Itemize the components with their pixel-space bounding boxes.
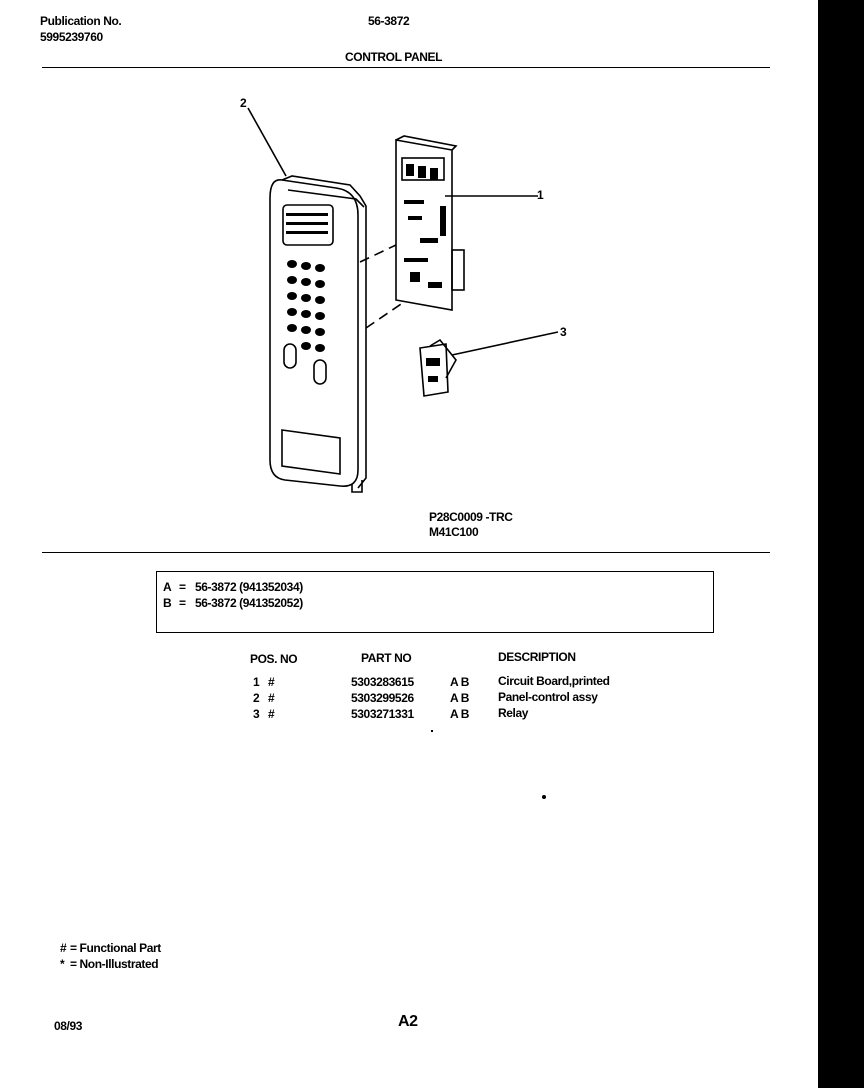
model-b-eq: = (179, 596, 186, 610)
row-pos: 2 (253, 691, 260, 705)
row-mark: # (268, 707, 275, 721)
diagram-code-2: M41C100 (429, 525, 479, 539)
header-rule (42, 67, 770, 68)
publication-number: 5995239760 (40, 30, 103, 44)
row-pos: 3 (253, 707, 260, 721)
legend-nonillustrated-symbol: * (60, 957, 65, 971)
row-part: 5303299526 (351, 691, 414, 705)
header-desc: DESCRIPTION (498, 650, 576, 664)
model-a-key: A (163, 580, 172, 594)
row-models: A B (450, 675, 470, 689)
circuit-board-outline (395, 139, 453, 311)
stray-dot (431, 730, 433, 732)
model-number: 56-3872 (368, 14, 410, 28)
footer-date: 08/93 (54, 1019, 83, 1033)
section-title: CONTROL PANEL (345, 50, 443, 64)
callout-3: 3 (560, 325, 567, 339)
diagram-rule (42, 552, 770, 553)
model-a-value: 56-3872 (941352034) (195, 580, 303, 594)
parts-page: Publication No. 5995239760 56-3872 CONTR… (0, 0, 818, 1088)
row-pos: 1 (253, 675, 260, 689)
model-b-value: 56-3872 (941352052) (195, 596, 303, 610)
diagram-code-1: P28C0009 -TRC (429, 510, 513, 524)
model-box: A = 56-3872 (941352034) B = 56-3872 (941… (156, 571, 714, 633)
relay-outline (419, 343, 449, 397)
callout-2: 2 (240, 96, 247, 110)
row-mark: # (268, 675, 275, 689)
legend-functional-symbol: # (60, 941, 67, 955)
publication-label: Publication No. (40, 14, 122, 28)
stray-dot (542, 795, 546, 799)
row-part: 5303271331 (351, 707, 414, 721)
row-part: 5303283615 (351, 675, 414, 689)
model-a-eq: = (179, 580, 186, 594)
header-part: PART NO (361, 651, 412, 665)
panel-buttons (286, 213, 328, 352)
row-mark: # (268, 691, 275, 705)
legend-nonillustrated-text: = Non-Illustrated (70, 957, 159, 971)
callout-1: 1 (537, 188, 544, 202)
header-pos: POS. NO (250, 652, 298, 666)
board-components (404, 164, 446, 288)
row-models: A B (450, 691, 470, 705)
row-desc: Circuit Board,printed (498, 674, 610, 688)
row-models: A B (450, 707, 470, 721)
row-desc: Relay (498, 706, 529, 720)
model-b-key: B (163, 596, 172, 610)
row-desc: Panel-control assy (498, 690, 598, 704)
control-panel-outline (269, 179, 359, 487)
legend-functional-text: = Functional Part (70, 941, 161, 955)
page-number: A2 (398, 1013, 418, 1030)
exploded-diagram (247, 107, 559, 493)
